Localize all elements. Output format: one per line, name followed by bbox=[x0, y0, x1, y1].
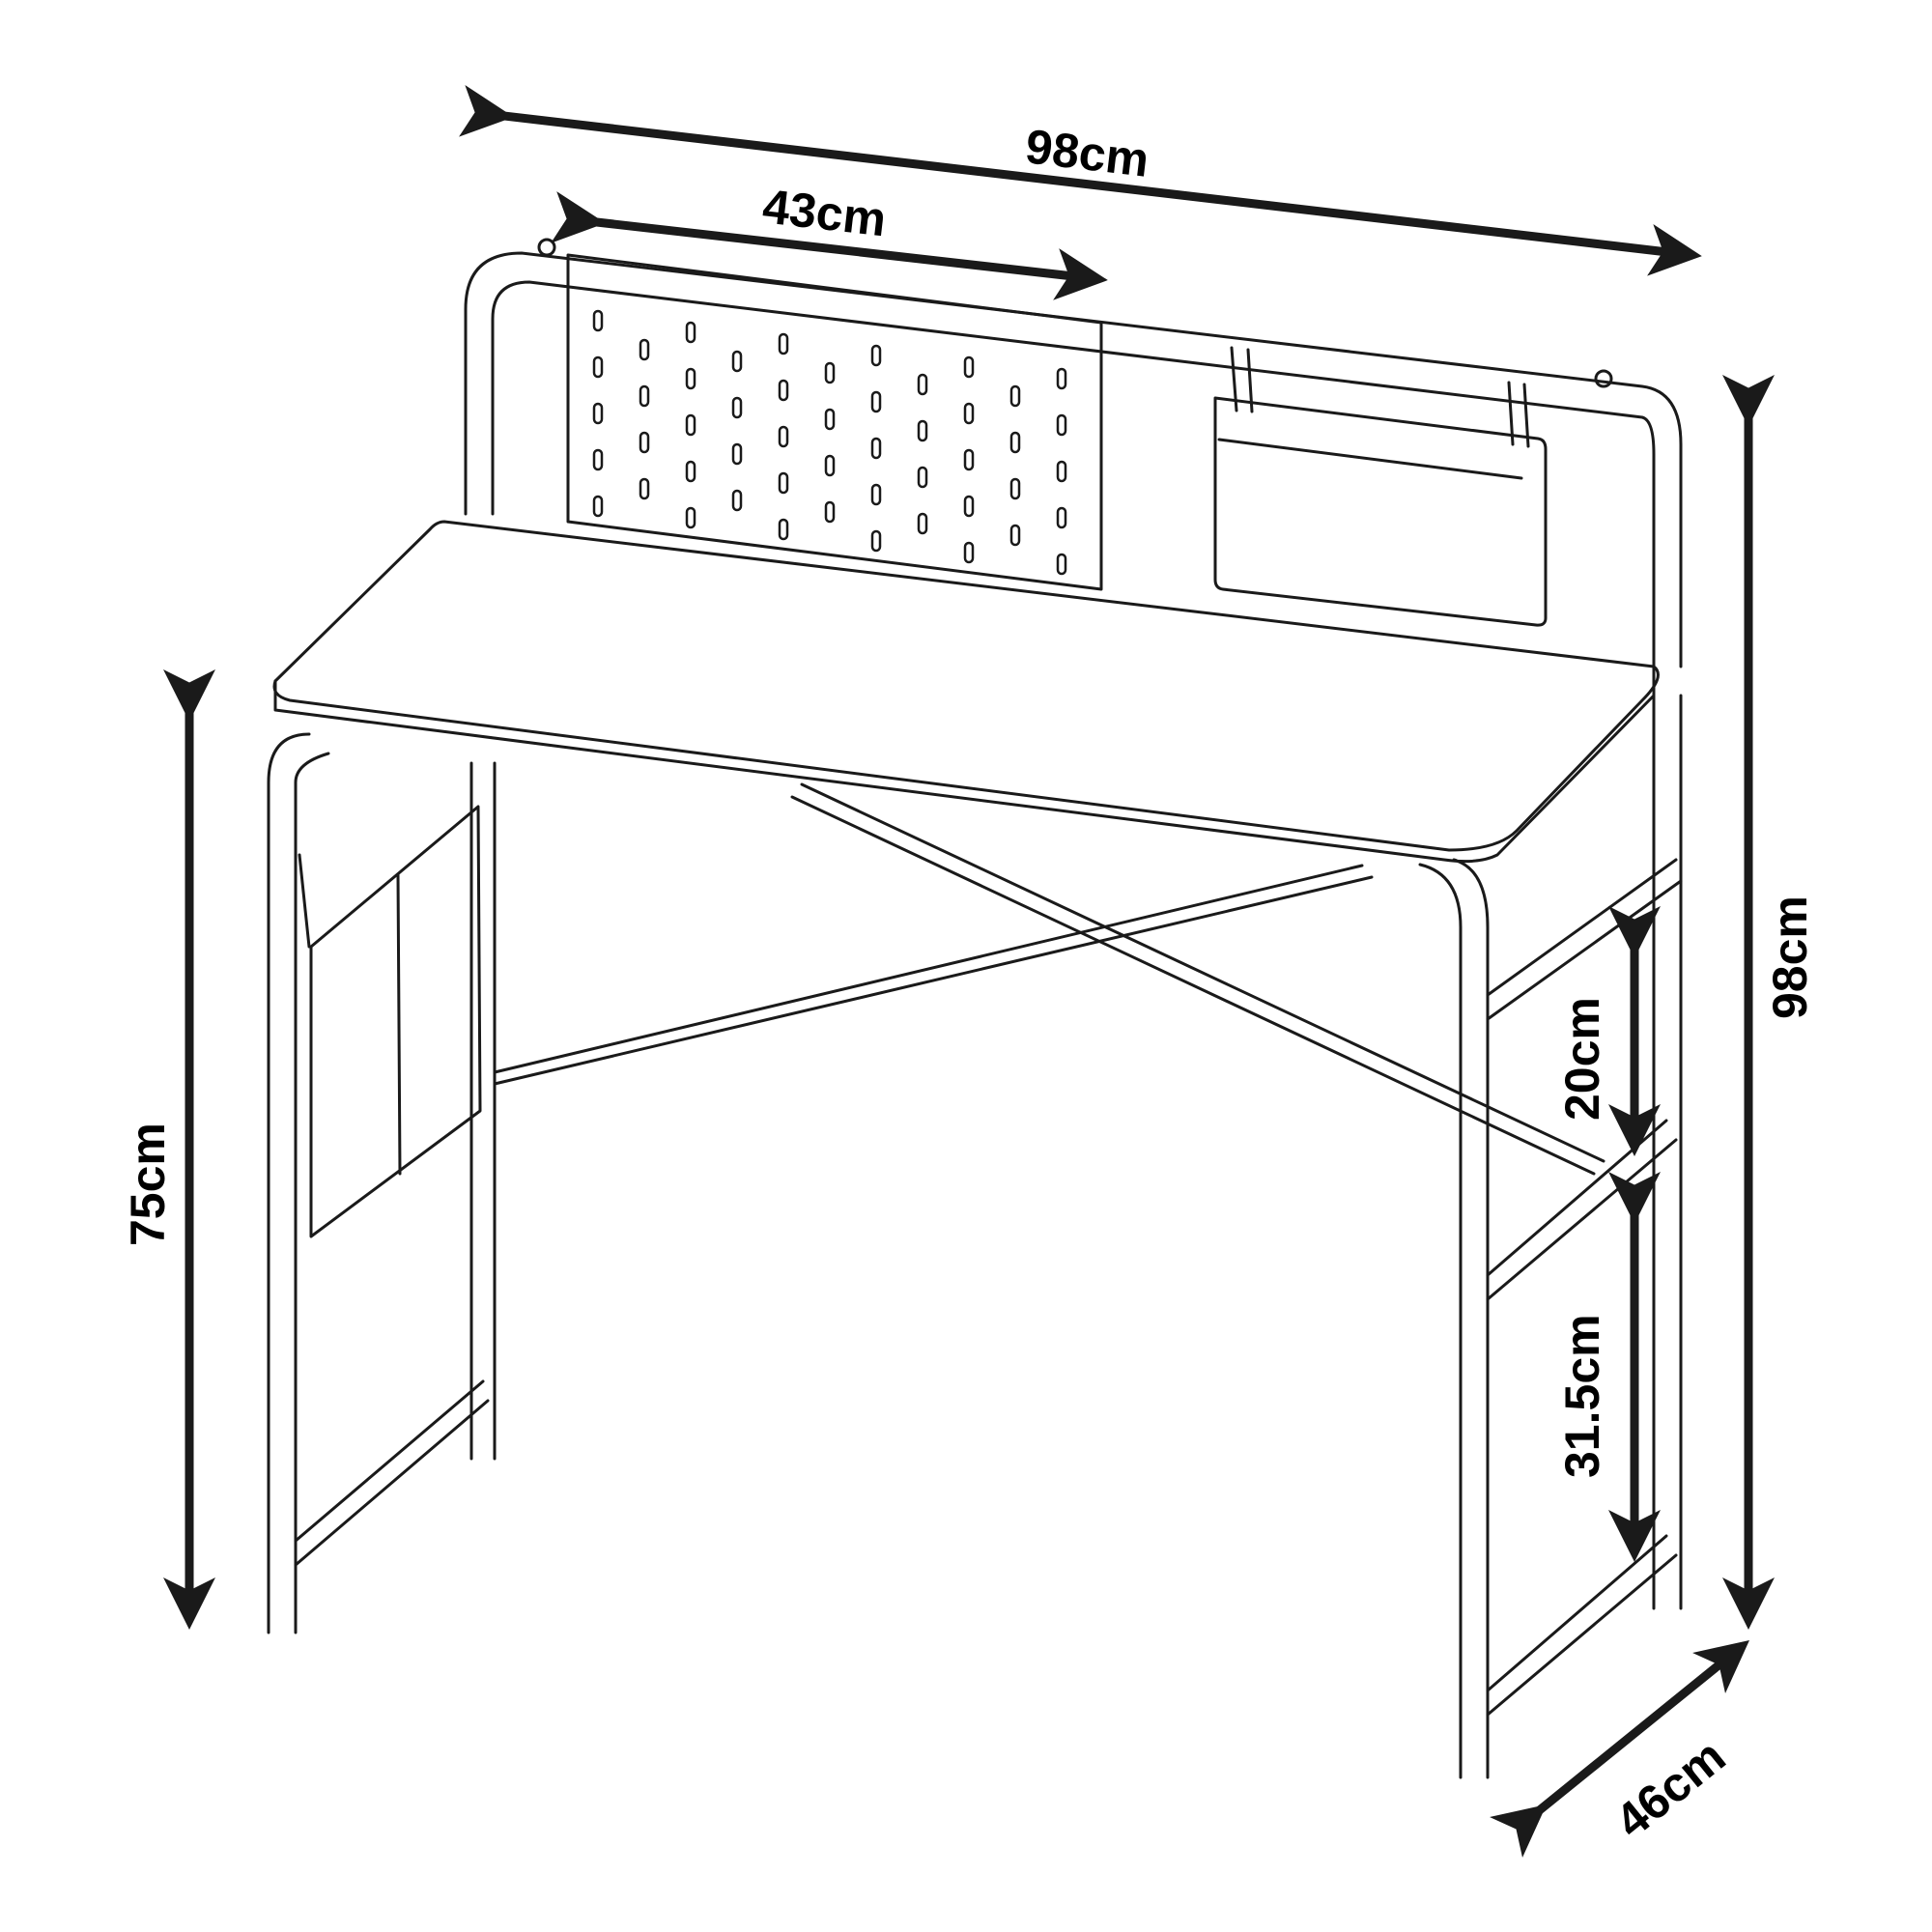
label-total-height: 98cm bbox=[1763, 895, 1817, 1019]
width-arrow-98 bbox=[459, 85, 1702, 276]
pegboard-slot bbox=[824, 454, 836, 477]
depth-arrow-46 bbox=[1490, 1640, 1749, 1858]
pegboard-slot bbox=[917, 512, 928, 535]
pegboard-slot bbox=[1009, 431, 1021, 454]
pegboard-slot bbox=[639, 338, 650, 361]
desk-legs bbox=[267, 694, 1683, 1779]
hanging-storage-pocket bbox=[1213, 346, 1548, 627]
label-desk-height: 75cm bbox=[121, 1122, 175, 1246]
pegboard-slot bbox=[917, 373, 928, 396]
pegboard-slot bbox=[778, 471, 789, 495]
pegboard-slot bbox=[870, 344, 882, 367]
pegboard-slot bbox=[1056, 553, 1067, 576]
hutch-frame bbox=[464, 238, 1683, 668]
label-footrest-lower: 31.5cm bbox=[1555, 1314, 1609, 1478]
pegboard-slot bbox=[1056, 413, 1067, 437]
pegboard-slot bbox=[731, 489, 743, 512]
footrests bbox=[294, 858, 1683, 1717]
pegboard-slot bbox=[685, 460, 696, 483]
pegboard-slot bbox=[1009, 384, 1021, 408]
pegboard-slot bbox=[963, 355, 975, 379]
pegboard-slot bbox=[870, 390, 882, 413]
pegboard-slot bbox=[1009, 477, 1021, 500]
pegboard-slot bbox=[592, 402, 604, 425]
pegboard-slot bbox=[685, 367, 696, 390]
pegboard-slot bbox=[963, 541, 975, 564]
pegboard-slot bbox=[963, 402, 975, 425]
pegboard-slot bbox=[917, 466, 928, 489]
pegboard-slot bbox=[963, 495, 975, 518]
cross-braces bbox=[493, 782, 1605, 1176]
width-arrow-43 bbox=[551, 191, 1108, 300]
pegboard-slot bbox=[778, 379, 789, 402]
pegboard-slot bbox=[592, 309, 604, 332]
pegboard-slot bbox=[685, 321, 696, 344]
pegboard-slot bbox=[1056, 367, 1067, 390]
pegboard-slot bbox=[592, 448, 604, 471]
pegboard-slot bbox=[870, 437, 882, 460]
pegboard-slot bbox=[592, 355, 604, 379]
pegboard-slot bbox=[592, 495, 604, 518]
side-storage-pocket bbox=[298, 805, 482, 1238]
pegboard-panel bbox=[566, 253, 1103, 591]
pegboard-slot bbox=[639, 384, 650, 408]
pegboard-slot bbox=[1009, 524, 1021, 547]
pegboard-slot bbox=[731, 442, 743, 466]
pegboard-slot bbox=[824, 408, 836, 431]
pegboard-slot bbox=[1056, 506, 1067, 529]
desktop-surface bbox=[272, 520, 1660, 864]
pegboard-slot bbox=[685, 506, 696, 529]
pegboard-slot bbox=[778, 518, 789, 541]
pegboard-slot bbox=[824, 500, 836, 524]
pegboard-slot bbox=[824, 361, 836, 384]
label-pegboard-width: 43cm bbox=[760, 179, 889, 246]
pegboard-slot bbox=[685, 413, 696, 437]
label-footrest-upper: 20cm bbox=[1555, 997, 1609, 1121]
pegboard-slot bbox=[778, 425, 789, 448]
pegboard-slot bbox=[639, 477, 650, 500]
pegboard-slot bbox=[917, 419, 928, 442]
dimension-arrows bbox=[163, 85, 1775, 1858]
pegboard-slot bbox=[778, 332, 789, 355]
pegboard-slot bbox=[639, 431, 650, 454]
pegboard-slot bbox=[731, 396, 743, 419]
pegboard-slot bbox=[870, 483, 882, 506]
pegboard-slot bbox=[963, 448, 975, 471]
pegboard-slot bbox=[1056, 460, 1067, 483]
pegboard-slot bbox=[870, 529, 882, 553]
pegboard-slot bbox=[731, 350, 743, 373]
